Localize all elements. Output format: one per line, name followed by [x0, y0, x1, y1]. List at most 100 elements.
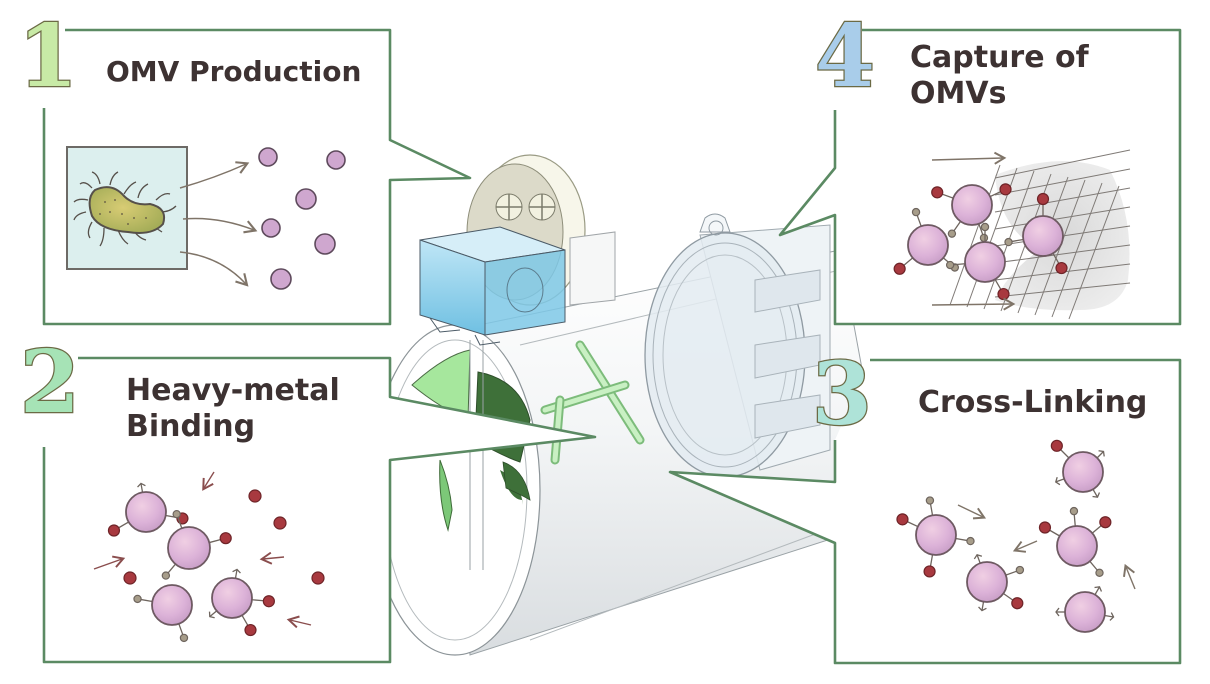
panel-4-title-line: OMVs — [910, 76, 1007, 111]
bound-metal-ion — [244, 623, 257, 637]
panel-3-title: Cross-Linking — [918, 385, 1148, 420]
linker-knob — [1004, 237, 1013, 247]
bound-metal-ion — [1055, 261, 1068, 275]
receptor-fork — [1109, 612, 1115, 621]
panel-1-title: OMV Production — [106, 55, 362, 88]
panel-2-title-line: Binding — [126, 409, 256, 444]
omv-vesicle — [1004, 192, 1068, 275]
step-3-badge: 3 — [811, 344, 873, 445]
bound-metal-ion — [219, 532, 232, 545]
linker-knob — [966, 536, 975, 546]
linker-knob — [911, 207, 921, 217]
omv-particle — [314, 233, 336, 255]
omv-vesicle — [1050, 439, 1105, 498]
binding-arrow — [286, 615, 312, 629]
panel-2-scene — [93, 471, 325, 643]
omv-vesicle — [945, 222, 1010, 301]
step-2-badge: 2 — [19, 332, 81, 433]
metal-ions — [123, 489, 325, 585]
mesh-line — [1068, 185, 1120, 320]
panel-2-title-line: Heavy-metal — [126, 373, 340, 408]
crosslink-arrows — [957, 504, 1136, 590]
linker-knob — [980, 222, 990, 232]
linker-knob — [945, 260, 955, 270]
bound-metal-ion — [999, 183, 1012, 196]
omv-captured-cluster — [893, 183, 1068, 301]
crosslink-arrow — [1123, 563, 1136, 590]
bound-metal-ion — [1036, 192, 1050, 206]
omv-vesicle — [896, 496, 975, 578]
receptor-fork — [973, 553, 983, 560]
omv-particle — [295, 188, 317, 210]
bound-metal-ion — [262, 595, 275, 608]
omv-vesicle — [1038, 506, 1112, 578]
metal-ion — [123, 571, 137, 585]
bound-metal-ion — [923, 565, 936, 578]
receptor-fork — [232, 568, 241, 574]
omv-vesicle — [1055, 586, 1115, 633]
linker-knob — [133, 594, 142, 604]
mesh-line — [994, 168, 1131, 196]
receptor-fork — [137, 482, 146, 488]
omv-vesicle — [966, 553, 1025, 612]
omv-vesicle — [161, 509, 232, 580]
metal-ion — [248, 489, 262, 503]
bound-metal-ion — [1099, 516, 1112, 529]
omv-particle — [261, 218, 281, 238]
omv-particle — [258, 147, 278, 167]
binding-arrow — [259, 551, 285, 565]
linker-knob — [925, 496, 935, 505]
panel-3-frame — [668, 358, 1182, 665]
linker-knob — [172, 509, 181, 519]
omv-particles — [258, 147, 346, 290]
receptor-fork — [1098, 450, 1105, 457]
mesh-line — [994, 149, 1131, 179]
flow-arrows — [931, 151, 1016, 311]
release-arrow — [179, 251, 249, 287]
omv-particle — [270, 268, 292, 290]
omv-cluster — [107, 482, 275, 643]
crosslink-arrow — [1012, 540, 1038, 553]
step-4-badge: 4 — [814, 6, 876, 107]
linker-knob — [1095, 568, 1104, 578]
bacterium-icon — [73, 171, 177, 247]
release-arrow — [182, 217, 258, 234]
bound-metal-ion — [896, 513, 909, 526]
flow-arrow — [931, 297, 1016, 311]
mesh-line — [994, 282, 1131, 298]
omv-vesicle — [133, 584, 193, 643]
receptor-fork — [1055, 607, 1060, 617]
receptor-fork — [978, 606, 987, 612]
panel-1-scene — [66, 146, 346, 290]
bound-metal-ion — [893, 262, 906, 275]
mesh-line — [994, 187, 1131, 213]
panel-4-title: Capture of OMVs — [910, 40, 1089, 112]
device-reservoir-tank — [419, 226, 566, 346]
bound-metal-ion — [1011, 597, 1024, 610]
linker-knob — [161, 571, 171, 580]
receptor-fork — [208, 611, 215, 619]
device-filter-housing — [644, 213, 831, 478]
panel-4-scene — [893, 149, 1131, 320]
omv-vesicle — [208, 568, 275, 637]
metal-ion — [311, 571, 325, 585]
binding-arrow — [202, 471, 215, 491]
linker-knob — [1069, 506, 1079, 516]
linker-knob — [979, 233, 989, 243]
step-1-badge: 1 — [17, 6, 79, 107]
mesh-line — [994, 244, 1131, 264]
panel-2-frame — [42, 356, 597, 664]
receptor-fork — [1094, 586, 1103, 592]
linker-knob — [1015, 565, 1025, 575]
panel-2-title: Heavy-metal Binding — [126, 373, 340, 445]
omv-crosslinked-cluster — [896, 439, 1115, 633]
mesh-line — [1051, 182, 1103, 318]
receptor-fork — [1092, 492, 1101, 498]
panel-3-scene — [896, 439, 1136, 633]
linker-knob — [947, 229, 957, 238]
bound-metal-ion — [1038, 521, 1052, 534]
mesh-line — [949, 164, 1001, 306]
release-arrow — [179, 161, 250, 189]
